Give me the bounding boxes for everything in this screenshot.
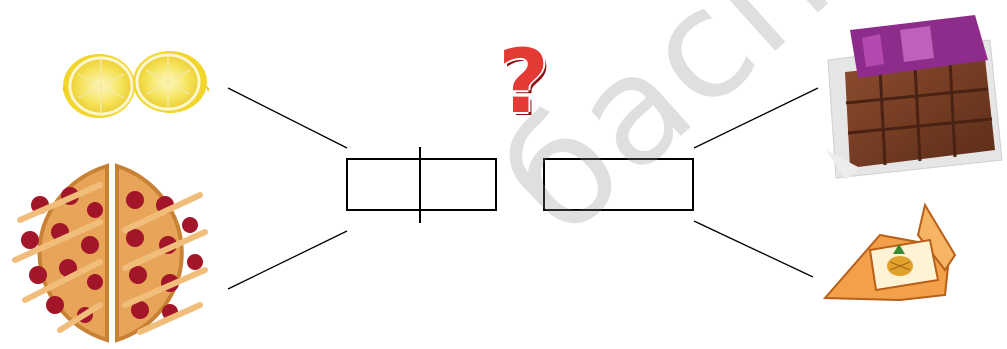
answer-box[interactable] [544,159,693,210]
halves-box [347,147,496,223]
cherry-pie-halves-icon [15,166,205,340]
lemon-halves-icon [63,51,209,118]
question-mark: ? [498,38,549,126]
chocolate-bar-icon [826,15,1002,180]
candy-icon [825,205,955,300]
